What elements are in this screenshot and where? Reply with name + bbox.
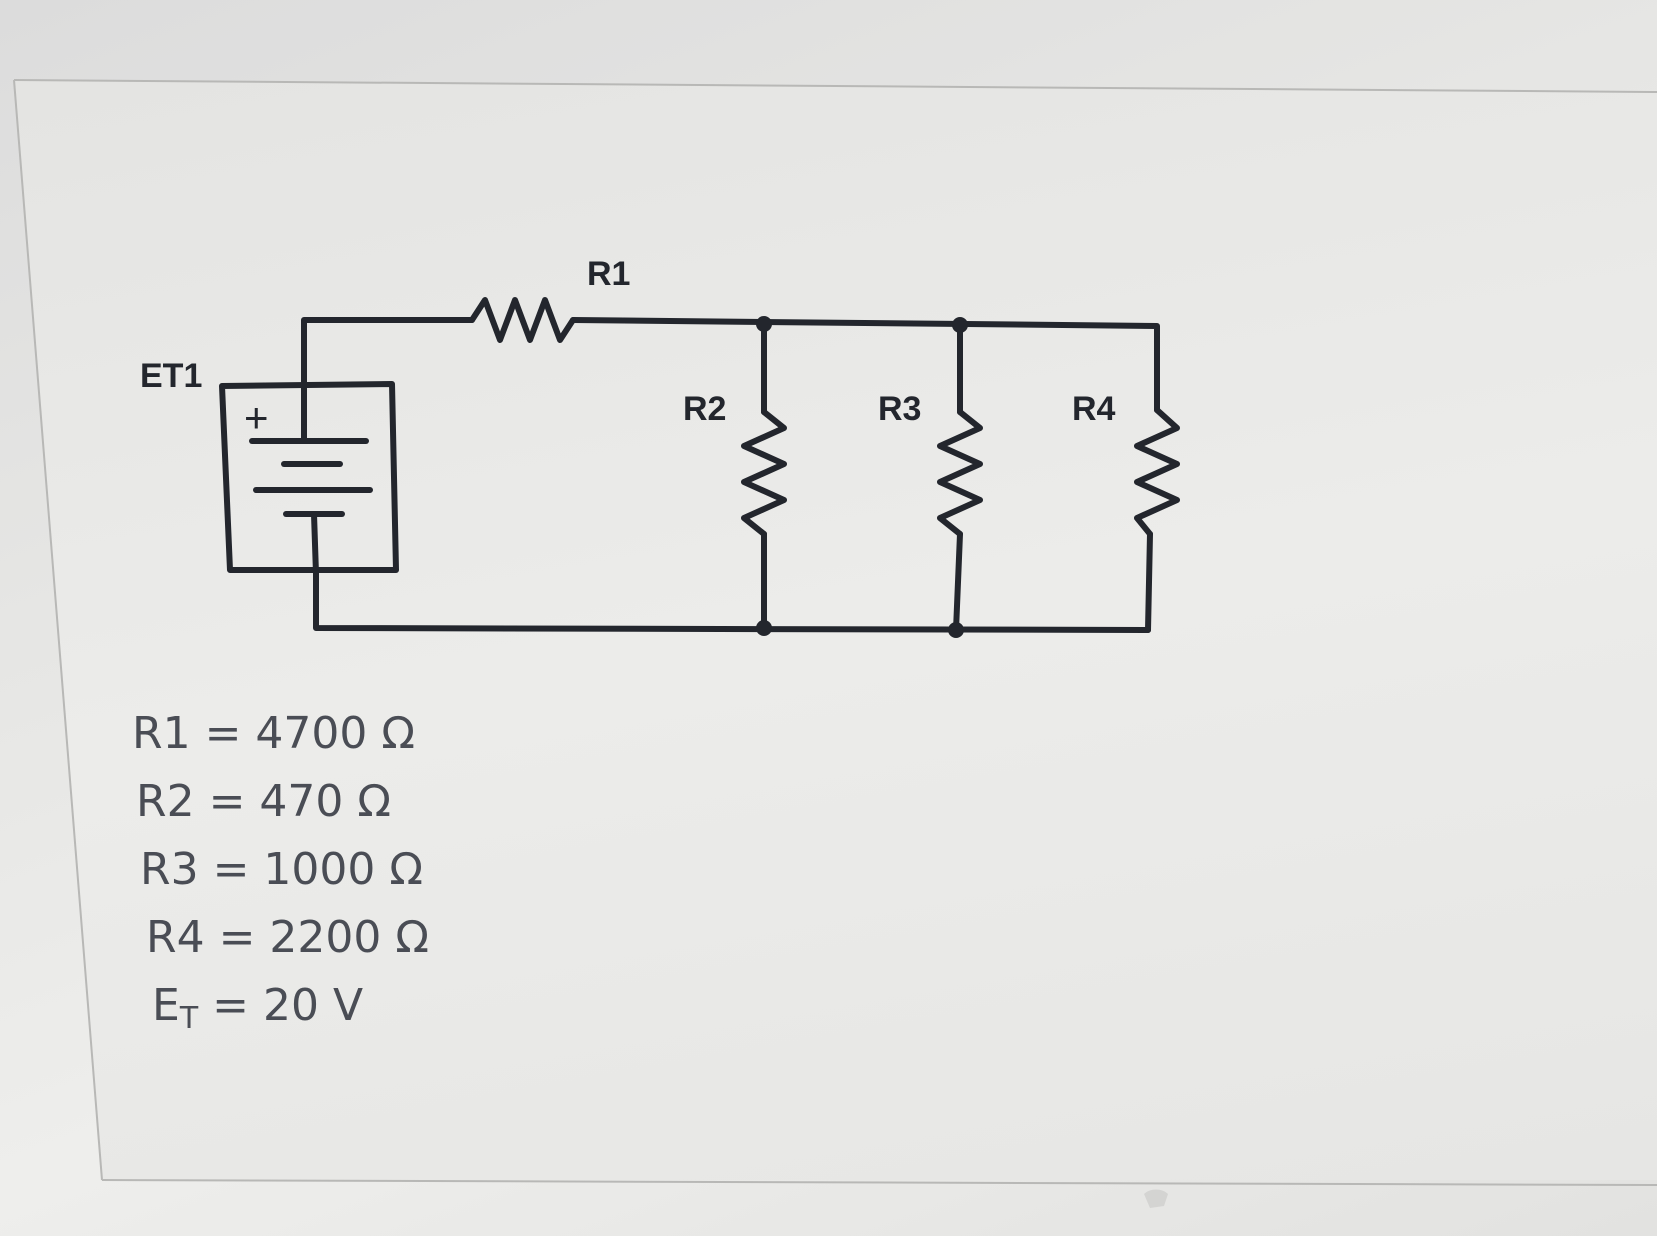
battery-box <box>219 381 399 573</box>
resistor-r4 <box>1134 407 1180 537</box>
wire-r3-bottom <box>953 531 963 633</box>
value-r3-name: R3 <box>140 844 199 895</box>
cursor-icon <box>1144 1189 1168 1208</box>
wire-top-left <box>301 317 475 430</box>
value-r4: R4 = 2200 Ω <box>132 904 429 972</box>
label-r2: R2 <box>683 390 726 428</box>
resistor-r1 <box>469 297 576 343</box>
junction-top-r2 <box>756 316 772 332</box>
wire-bottom <box>313 571 1151 633</box>
label-r3: R3 <box>878 390 921 428</box>
value-r4-name: R4 <box>146 912 205 963</box>
component-values: R1 = 4700 Ω R2 = 470 Ω R3 = 1000 Ω R4 = … <box>132 700 429 1040</box>
value-et-eq: = 20 V <box>198 980 364 1031</box>
resistor-r2 <box>741 409 787 537</box>
value-et: ET = 20 V <box>132 972 429 1040</box>
label-et1: ET1 <box>140 357 202 395</box>
value-et-subscript: T <box>179 1001 199 1036</box>
wire-top-right <box>570 317 1160 413</box>
value-r1: R1 = 4700 Ω <box>132 700 429 768</box>
value-r2: R2 = 470 Ω <box>132 768 429 836</box>
label-r4: R4 <box>1072 390 1116 428</box>
battery-plus-sign: + <box>244 394 269 441</box>
junction-top-r3 <box>952 317 968 333</box>
value-r3-eq: = 1000 Ω <box>198 844 424 895</box>
value-r2-name: R2 <box>136 776 195 827</box>
value-r4-eq: = 2200 Ω <box>204 912 430 963</box>
value-r1-eq: = 4700 Ω <box>190 708 416 759</box>
junction-bottom-r3 <box>948 622 964 638</box>
value-r2-eq: = 470 Ω <box>194 776 392 827</box>
wire-r4-bottom <box>1145 531 1153 633</box>
value-et-name: E <box>152 980 180 1031</box>
label-r1: R1 <box>587 255 630 293</box>
value-r3: R3 = 1000 Ω <box>132 836 429 904</box>
junction-bottom-r2 <box>756 620 772 636</box>
value-r1-name: R1 <box>132 708 191 759</box>
resistor-r3 <box>937 409 983 537</box>
